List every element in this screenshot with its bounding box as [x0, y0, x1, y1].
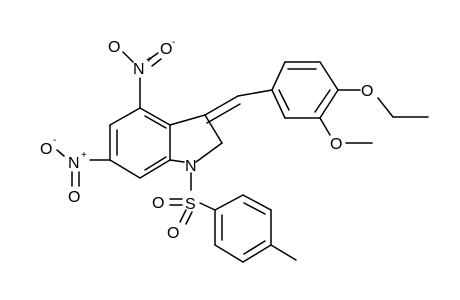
- atom-label-nitro-top-oxygen-left: O: [108, 39, 120, 56]
- atom-label-sulfur: S: [185, 196, 196, 213]
- atom-label-sulfonyl-oxygen-left: O: [152, 195, 164, 212]
- atom-label-nitro-left-oxygen-bottom: O: [68, 189, 80, 206]
- bond: [278, 89, 290, 111]
- bond: [139, 107, 171, 126]
- bond: [144, 115, 167, 129]
- bond: [147, 52, 159, 61]
- bond: [179, 209, 187, 223]
- bond: [242, 194, 272, 211]
- bond: [139, 159, 171, 179]
- bond: [242, 244, 272, 263]
- bond: [199, 202, 216, 211]
- bond: [243, 240, 266, 255]
- bond: [270, 244, 297, 261]
- atom-label-methoxy-oxygen: O: [330, 136, 342, 153]
- bond: [377, 97, 394, 118]
- bond: [56, 149, 65, 157]
- atom-label-ring-nitrogen: N: [185, 158, 197, 175]
- atom-label-nitro-top-nitrogen: N: [133, 61, 145, 78]
- bond: [185, 211, 193, 225]
- bond: [109, 107, 141, 126]
- bond: [169, 159, 185, 163]
- bond: [319, 117, 331, 136]
- atom-label-nitro-left-oxygen-top: O: [40, 141, 52, 158]
- atom-label-ethoxy-oxygen: O: [361, 83, 373, 100]
- bond: [109, 159, 141, 179]
- bond: [204, 95, 239, 116]
- bond: [319, 61, 339, 91]
- charge-minus-nitro-left: -: [53, 135, 56, 146]
- bond: [151, 58, 162, 67]
- bond: [214, 244, 244, 263]
- bond-lines: [56, 51, 429, 263]
- bond: [195, 142, 223, 163]
- bond: [271, 89, 286, 119]
- bond: [204, 114, 223, 144]
- atom-label-nitro-top-oxygen-right: O: [160, 41, 172, 58]
- atom-label-nitro-left-nitrogen: N: [68, 155, 80, 172]
- atom-labels: N S O O N + O - O N + O - O O O: [40, 37, 373, 242]
- bond: [122, 51, 134, 63]
- bond: [214, 194, 244, 211]
- atom-label-sulfonyl-oxygen-down: O: [167, 225, 179, 242]
- charge-minus-nitro-top: -: [172, 37, 175, 48]
- charge-plus-nitro-left: +: [81, 150, 87, 161]
- bond: [144, 156, 167, 171]
- bond: [237, 89, 273, 97]
- charge-plus-nitro-top: +: [146, 55, 152, 66]
- bond: [169, 114, 206, 126]
- bond: [314, 89, 331, 113]
- bond: [319, 89, 339, 119]
- bond: [243, 202, 266, 215]
- bond: [271, 61, 286, 91]
- bond: [206, 103, 241, 124]
